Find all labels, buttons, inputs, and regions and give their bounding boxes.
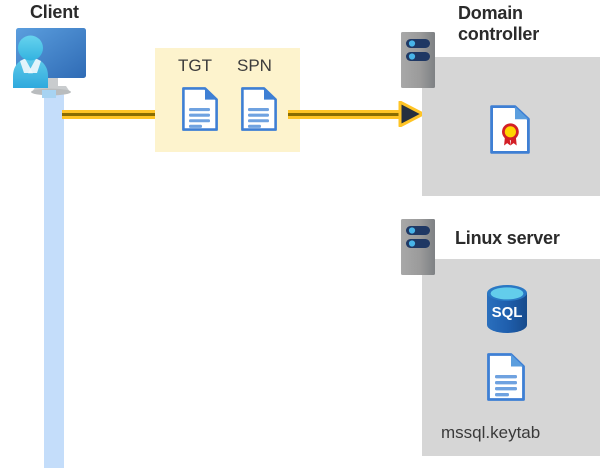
arrow-right-icon — [398, 100, 425, 128]
page-title-client: Client — [30, 2, 79, 22]
domain-controller-server-rack-icon — [401, 32, 435, 88]
svg-text:SQL: SQL — [492, 304, 523, 321]
keytab-document-icon — [486, 352, 526, 407]
arrow-segment-left — [62, 110, 157, 119]
arrow-segment-right — [288, 110, 402, 119]
spn-label: SPN — [237, 56, 272, 75]
keytab-filename-label: mssql.keytab — [441, 423, 541, 442]
client-lifeline — [44, 88, 64, 468]
certificate-document-icon — [489, 104, 531, 160]
tgt-document-icon — [181, 86, 219, 137]
page-title-linux-server: Linux server — [455, 228, 560, 248]
client-user-monitor-icon — [4, 26, 96, 98]
spn-document-icon — [240, 86, 278, 137]
kerberos-packet-box — [155, 48, 300, 152]
page-title-domain-controller: Domain controller — [458, 3, 540, 44]
tgt-label: TGT — [178, 56, 212, 75]
sql-database-icon: SQL — [483, 284, 531, 339]
linux-server-rack-icon — [401, 219, 435, 275]
